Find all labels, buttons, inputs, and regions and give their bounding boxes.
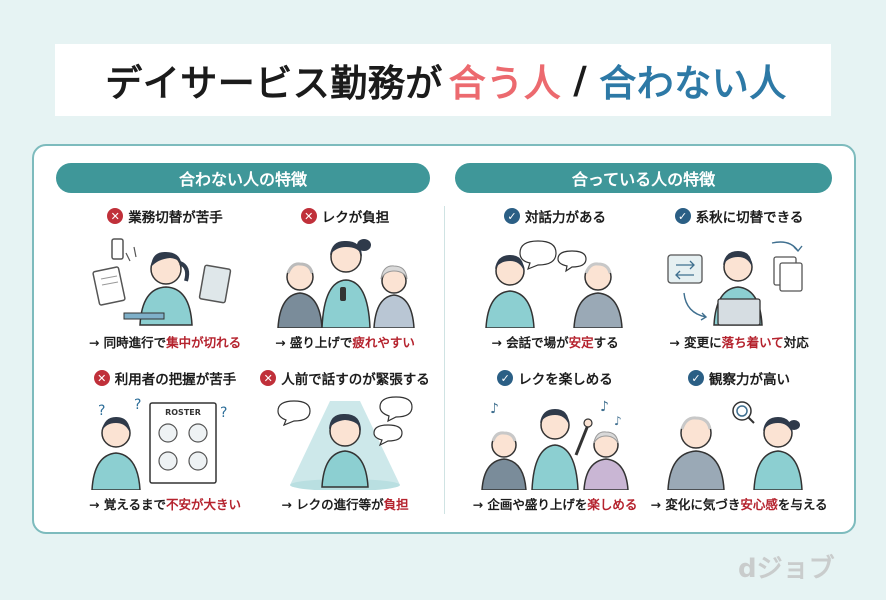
caption-highlight: 楽しめる <box>587 496 638 512</box>
caption-prefix: → 会話で場が <box>491 334 569 350</box>
caption-prefix: → 覚えるまで <box>89 496 166 512</box>
caption-prefix: → 変化に気づき <box>650 496 741 512</box>
title-good: 合う人 <box>448 62 562 105</box>
nervous-staff-spotlight-illustration <box>277 396 413 490</box>
tired-staff-with-microphone-illustration <box>277 239 415 328</box>
check-icon: ✓ <box>674 208 691 224</box>
title-bad: 合わない人 <box>599 62 787 105</box>
suited-item-observation: ✓ 観察力が高い → 変化に気づき安心感を与える <box>650 367 828 517</box>
cross-icon: ✕ <box>260 370 277 386</box>
roster-label: ROSTER <box>165 408 201 417</box>
multitasking-staff-illustration <box>92 238 232 326</box>
caption-highlight: 安心感 <box>740 496 778 512</box>
caption-prefix: → 同時進行で <box>88 334 167 350</box>
suited-section-header: 合っている人の特徴 <box>455 163 832 193</box>
caption-highlight: 集中が切れる <box>166 334 242 350</box>
caption-highlight: 不安が大きい <box>165 496 241 512</box>
unsuited-item-remembering-users: ✕ 利用者の把握が苦手 ? ? ? ROSTER → 覚えるまで不安が大きい <box>76 367 254 517</box>
unsuited-item-task-switching: ✕ 業務切替が苦手 → 同時進行で集中が切れる <box>76 205 254 355</box>
title-separator: / <box>573 58 588 102</box>
item-heading: 利用者の把握が苦手 <box>114 372 237 388</box>
cross-icon: ✕ <box>93 370 110 386</box>
unsuited-item-recreation: ✕ レクが負担 → 盛り上げで疲れやすい <box>256 205 434 355</box>
brand-logo: dジョブ <box>738 554 835 584</box>
page-title: デイサービス勤務が 合う人 / 合わない人 <box>55 44 831 116</box>
svg-text:♪: ♪ <box>490 401 499 417</box>
item-heading: 対話力がある <box>525 210 606 226</box>
svg-text:♪: ♪ <box>614 414 622 428</box>
caption-highlight: 落ち着いて <box>721 334 784 350</box>
suited-item-conversation: ✓ 対話力がある → 会話で場が安定する <box>466 205 644 355</box>
item-heading: レクが負担 <box>321 210 390 226</box>
svg-text:?: ? <box>220 405 227 421</box>
svg-text:?: ? <box>98 403 105 419</box>
cross-icon: ✕ <box>300 208 317 224</box>
staff-chatting-with-elder-illustration <box>485 240 623 328</box>
attentive-staff-with-elder-illustration <box>667 401 803 490</box>
check-icon: ✓ <box>497 370 514 386</box>
item-heading: 人前で話すのが緊張する <box>281 372 430 388</box>
suited-item-enjoys-recreation: ✓ レクを楽しめる ♪ ♪ ♪ → 企画や盛り上げを楽しめる <box>466 367 644 517</box>
caption-prefix: → 企画や盛り上げを <box>472 496 588 512</box>
caption-highlight: 疲れやすい <box>352 334 415 350</box>
cheerful-recreation-illustration: ♪ ♪ ♪ <box>481 399 629 490</box>
suited-item-flexible-switching: ✓ 系秋に切替できる → 変更に落ち着いて対応 <box>650 205 828 355</box>
caption-suffix: 対応 <box>783 334 809 350</box>
item-heading: 業務切替が苦手 <box>128 210 223 226</box>
svg-text:♪: ♪ <box>600 399 609 415</box>
unsuited-section-header: 合わない人の特徴 <box>56 163 430 193</box>
item-heading: 観察力が高い <box>709 372 790 388</box>
caption-suffix: を与える <box>777 496 828 512</box>
caption-highlight: 負担 <box>383 496 409 512</box>
svg-text:?: ? <box>134 397 141 413</box>
unsuited-item-public-speaking: ✕ 人前で話すのが緊張する → レクの進行等が負担 <box>256 367 434 517</box>
section-divider <box>444 206 445 514</box>
caption-highlight: 安定 <box>568 334 594 350</box>
caption-prefix: → 変更に <box>669 334 722 350</box>
item-heading: 系秋に切替できる <box>695 210 804 226</box>
cross-icon: ✕ <box>107 208 124 224</box>
caption-prefix: → レクの進行等が <box>281 496 384 512</box>
caption-suffix: する <box>593 334 619 350</box>
check-icon: ✓ <box>688 370 704 386</box>
title-main: デイサービス勤務が <box>105 62 443 105</box>
item-heading: レクを楽しめる <box>518 372 613 388</box>
calm-staff-with-laptop-illustration <box>667 241 803 326</box>
check-icon: ✓ <box>504 208 520 224</box>
confused-staff-roster-illustration: ? ? ? ROSTER <box>91 397 227 490</box>
caption-prefix: → 盛り上げで <box>275 334 353 350</box>
